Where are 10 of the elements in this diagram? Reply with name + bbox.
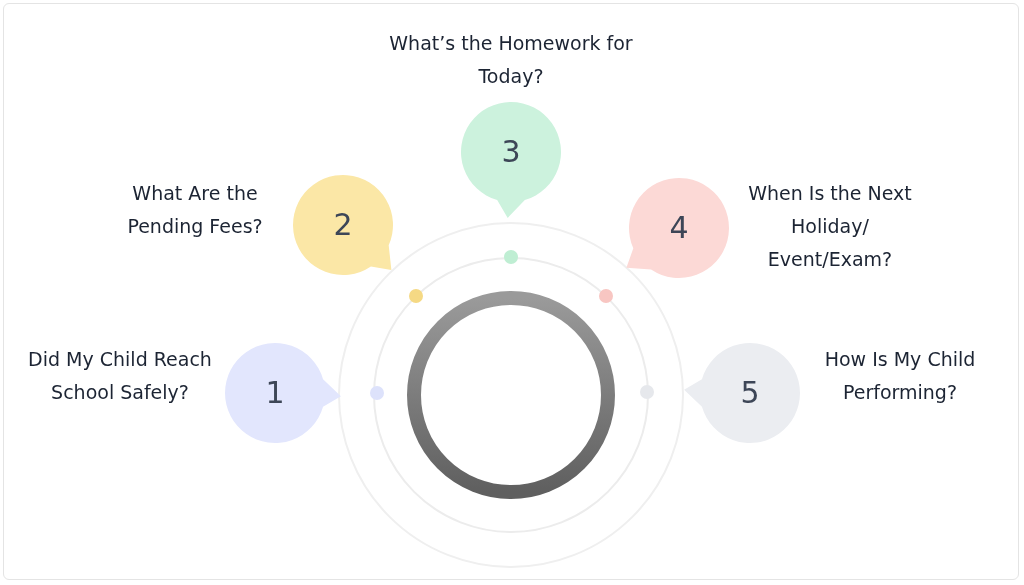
step-number: 2 — [333, 210, 353, 240]
question-text: What’s the Homework for Today? — [388, 31, 634, 89]
step-number: 1 — [265, 378, 285, 408]
question-text: How Is My Child Performing? — [823, 347, 977, 405]
question-text: Did My Child Reach School Safely? — [27, 347, 213, 405]
step-number: 5 — [740, 378, 760, 408]
question-text: What Are the Pending Fees? — [126, 181, 264, 239]
question-text: When Is the Next Holiday/ Event/Exam? — [747, 181, 913, 272]
step-number: 3 — [501, 137, 521, 167]
step-number: 4 — [669, 213, 689, 243]
